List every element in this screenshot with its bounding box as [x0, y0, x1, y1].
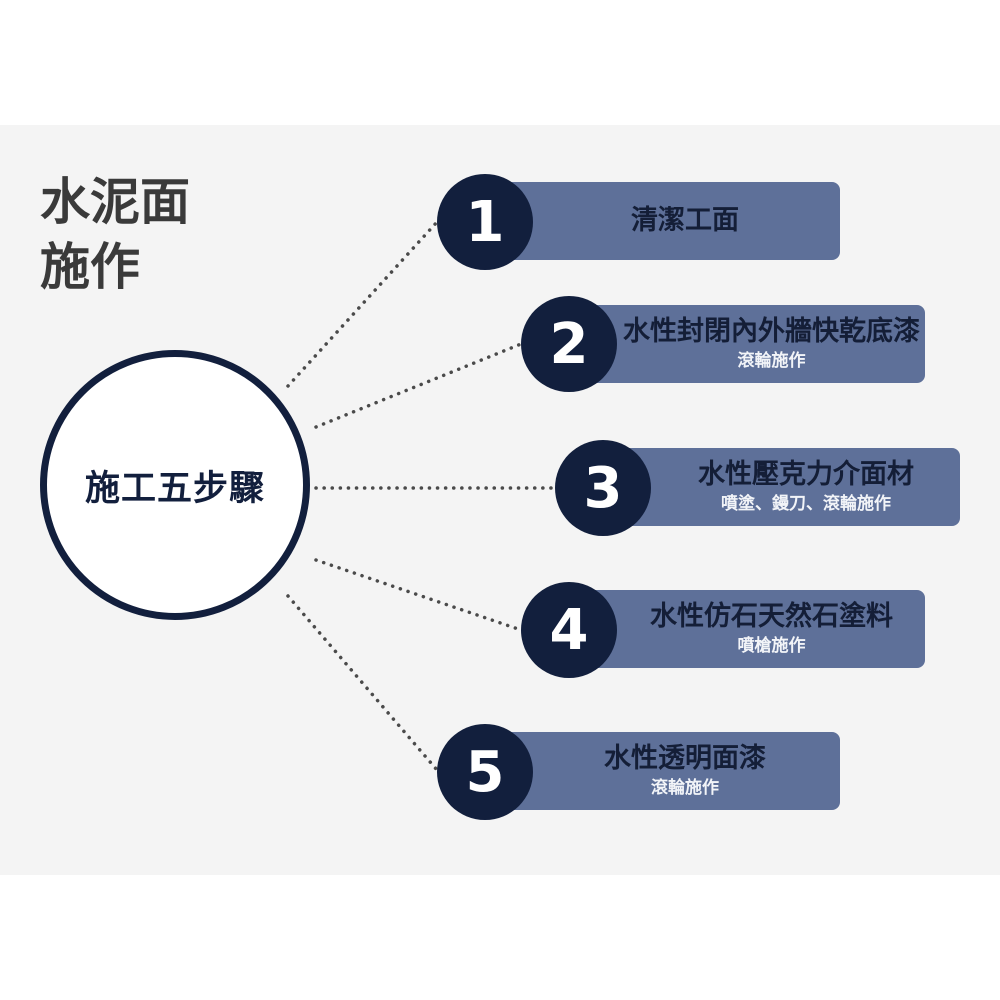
title-line-2: 施作: [40, 238, 140, 296]
step-2-title: 水性封閉內外牆快乾底漆: [623, 316, 920, 347]
hub-circle: 施工五步驟: [40, 350, 310, 620]
hub-label: 施工五步驟: [84, 468, 265, 509]
title-line-1: 水泥面: [40, 173, 190, 231]
step-4-bar: 水性仿石天然石塗料 噴槍施作: [574, 590, 925, 668]
step-2-bar: 水性封閉內外牆快乾底漆 滾輪施作: [574, 305, 925, 383]
step-5-title: 水性透明面漆: [604, 743, 766, 774]
page-title: 水泥面 施作: [40, 170, 190, 300]
connector-step-2: [314, 342, 523, 429]
step-4-title: 水性仿石天然石塗料: [650, 601, 893, 632]
step-1-title: 清潔工面: [631, 205, 739, 236]
step-1-bar: 清潔工面: [490, 182, 840, 260]
step-3-subtitle: 噴塗、鏝刀、滾輪施作: [721, 494, 891, 514]
step-2-badge: 2: [521, 296, 617, 392]
step-1-badge: 1: [437, 174, 533, 270]
step-3-title: 水性壓克力介面材: [698, 459, 914, 490]
step-4-badge: 4: [521, 582, 617, 678]
connector-step-5: [286, 594, 439, 772]
step-4-subtitle: 噴槍施作: [737, 636, 806, 656]
step-2-subtitle: 滾輪施作: [737, 351, 806, 371]
step-3-badge: 3: [555, 440, 651, 536]
step-5-badge: 5: [437, 724, 533, 820]
step-5-bar: 水性透明面漆 滾輪施作: [490, 732, 840, 810]
step-3-bar: 水性壓克力介面材 噴塗、鏝刀、滾輪施作: [606, 448, 960, 526]
connector-step-1: [286, 220, 439, 388]
connector-step-4: [314, 558, 523, 632]
step-5-subtitle: 滾輪施作: [651, 778, 719, 798]
